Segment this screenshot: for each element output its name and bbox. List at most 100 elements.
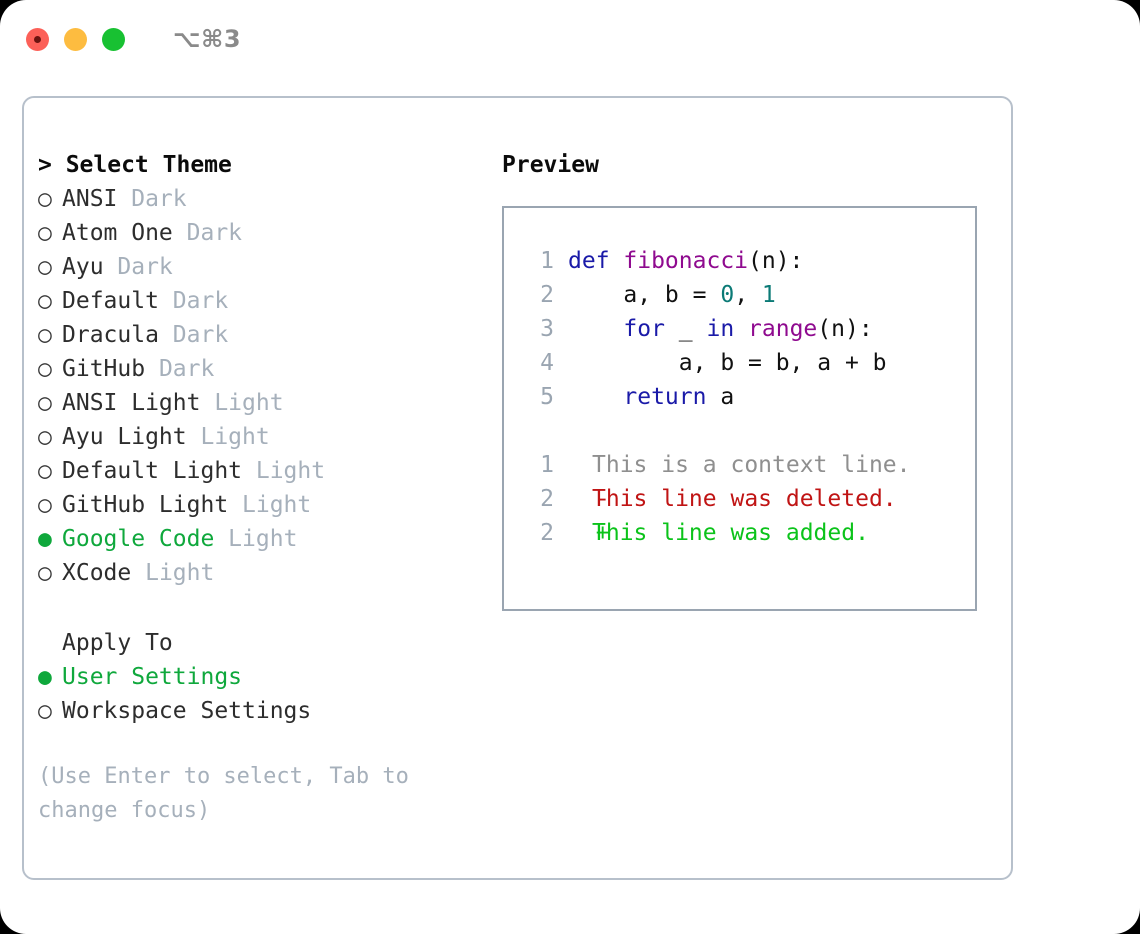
theme-option-ansi[interactable]: ○ ANSI Dark: [38, 182, 478, 216]
code-token: fibonacci: [623, 248, 749, 274]
code-line: 3 for _ in range(n):: [520, 312, 975, 346]
line-number: 4: [540, 350, 554, 376]
radio-unselected-icon: ○: [38, 560, 52, 586]
code-line: 1 def fibonacci(n):: [520, 244, 975, 278]
theme-option-google-code[interactable]: ● Google Code Light: [38, 522, 478, 556]
code-token: (n):: [748, 248, 804, 274]
preview-header: Preview: [502, 152, 599, 178]
theme-option-ayu[interactable]: ○Ayu Dark: [38, 250, 478, 284]
minimize-window-button[interactable]: [64, 27, 87, 51]
radio-unselected-icon: ○: [38, 356, 52, 382]
theme-option-ayu-light[interactable]: ○Ayu Light Light: [38, 420, 478, 454]
line-number: 5: [540, 384, 554, 410]
theme-selection-panel: > Select Theme ○ANSI Dark○Atom One Dark○…: [38, 148, 478, 828]
close-window-button[interactable]: [26, 27, 49, 51]
apply-to-option-label: User Settings: [62, 664, 243, 690]
theme-option-list[interactable]: ○ANSI Dark○Atom One Dark○Ayu Dark○Defaul…: [38, 182, 478, 590]
code-diff-separator: [520, 414, 975, 448]
line-number: 3: [540, 316, 554, 342]
theme-option-kind: Light: [200, 390, 284, 416]
maximize-window-button[interactable]: [102, 27, 125, 51]
theme-option-default-light[interactable]: ○Default Light Light: [38, 454, 478, 488]
theme-option-kind: Light: [214, 526, 298, 552]
code-line: 5 return a: [520, 380, 975, 414]
theme-option-default[interactable]: ○Default Dark: [38, 284, 478, 318]
theme-option-label: XCode: [62, 560, 132, 586]
code-token: a, b = b, a + b: [568, 350, 887, 376]
theme-option-label: GitHub: [62, 356, 146, 382]
code-token: [568, 384, 623, 410]
code-token: in: [706, 316, 735, 342]
code-token: a: [706, 384, 735, 410]
theme-picker-dialog: > Select Theme ○ANSI Dark○Atom One Dark○…: [22, 96, 1013, 880]
apply-to-option-label: Workspace Settings: [62, 698, 312, 724]
code-token: a, b =: [568, 282, 721, 308]
radio-unselected-icon: ○: [38, 322, 52, 348]
theme-option-label: Default Light: [62, 458, 243, 484]
theme-option-kind: Dark: [172, 220, 243, 246]
theme-option-label: Ayu: [62, 254, 104, 280]
radio-selected-icon: ●: [38, 526, 52, 552]
radio-unselected-icon: ○: [38, 288, 52, 314]
select-theme-header: > Select Theme: [38, 152, 232, 178]
apply-to-header: Apply To: [62, 630, 173, 656]
theme-option-ansi-light[interactable]: ○ ANSI Light Light: [38, 386, 478, 420]
list-spacer: [38, 590, 478, 626]
code-token: (n):: [817, 316, 873, 342]
radio-unselected-icon: ○: [38, 186, 52, 212]
theme-option-label: Ayu Light: [62, 424, 187, 450]
code-token: [734, 316, 748, 342]
theme-option-label: ANSI: [62, 186, 118, 212]
radio-unselected-icon: ○: [38, 220, 52, 246]
radio-selected-icon: ●: [38, 664, 52, 690]
line-number: 1: [540, 452, 554, 478]
diff-text: This line was added.: [592, 520, 869, 546]
radio-unselected-icon: ○: [38, 698, 52, 724]
line-number: 2: [540, 486, 554, 512]
theme-option-xcode[interactable]: ○ XCode Light: [38, 556, 478, 590]
radio-unselected-icon: ○: [38, 492, 52, 518]
code-token: 0: [720, 282, 735, 308]
line-number: 2: [540, 282, 554, 308]
theme-option-kind: Dark: [117, 186, 187, 212]
theme-option-github-light[interactable]: ○GitHub Light Light: [38, 488, 478, 522]
theme-option-kind: Light: [131, 560, 215, 586]
theme-option-label: Google Code: [62, 526, 215, 552]
theme-option-label: Default: [62, 288, 159, 314]
theme-option-label: ANSI Light: [62, 390, 201, 416]
theme-option-kind: Light: [186, 424, 270, 450]
diff-line: 1 This is a context line.: [520, 448, 975, 482]
apply-to-option-list[interactable]: ● User Settings ○ Workspace Settings: [38, 660, 478, 728]
keyboard-shortcut-label: ⌥⌘3: [173, 25, 242, 53]
code-token: return: [623, 384, 707, 410]
diff-text: This is a context line.: [592, 452, 911, 478]
diff-sample: 1 This is a context line. 2 - This line w…: [520, 448, 975, 550]
apply-to-option-user-settings[interactable]: ● User Settings: [38, 660, 478, 694]
title-bar: ⌥⌘3: [0, 0, 1140, 78]
diff-marker: [568, 448, 592, 482]
line-number: 1: [540, 248, 554, 274]
code-token: 1: [761, 282, 776, 308]
theme-option-label: Atom One: [62, 220, 173, 246]
diff-line: 2 + This line was added.: [520, 516, 975, 550]
theme-option-label: Dracula: [62, 322, 159, 348]
theme-option-atom-one[interactable]: ○ Atom One Dark: [38, 216, 478, 250]
code-token: [568, 316, 623, 342]
diff-marker: -: [568, 486, 624, 512]
radio-unselected-icon: ○: [38, 390, 52, 416]
apply-to-option-workspace-settings[interactable]: ○ Workspace Settings: [38, 694, 478, 728]
theme-option-label: GitHub Light: [62, 492, 229, 518]
code-token: def: [568, 248, 624, 274]
code-token: ,: [734, 282, 762, 308]
code-token: range: [748, 316, 818, 342]
code-line: 4 a, b = b, a + b: [520, 346, 975, 380]
theme-option-kind: Dark: [158, 322, 229, 348]
theme-option-github[interactable]: ○ GitHub Dark: [38, 352, 478, 386]
theme-option-dracula[interactable]: ○ Dracula Dark: [38, 318, 478, 352]
radio-unselected-icon: ○: [38, 254, 52, 280]
theme-option-kind: Dark: [145, 356, 215, 382]
